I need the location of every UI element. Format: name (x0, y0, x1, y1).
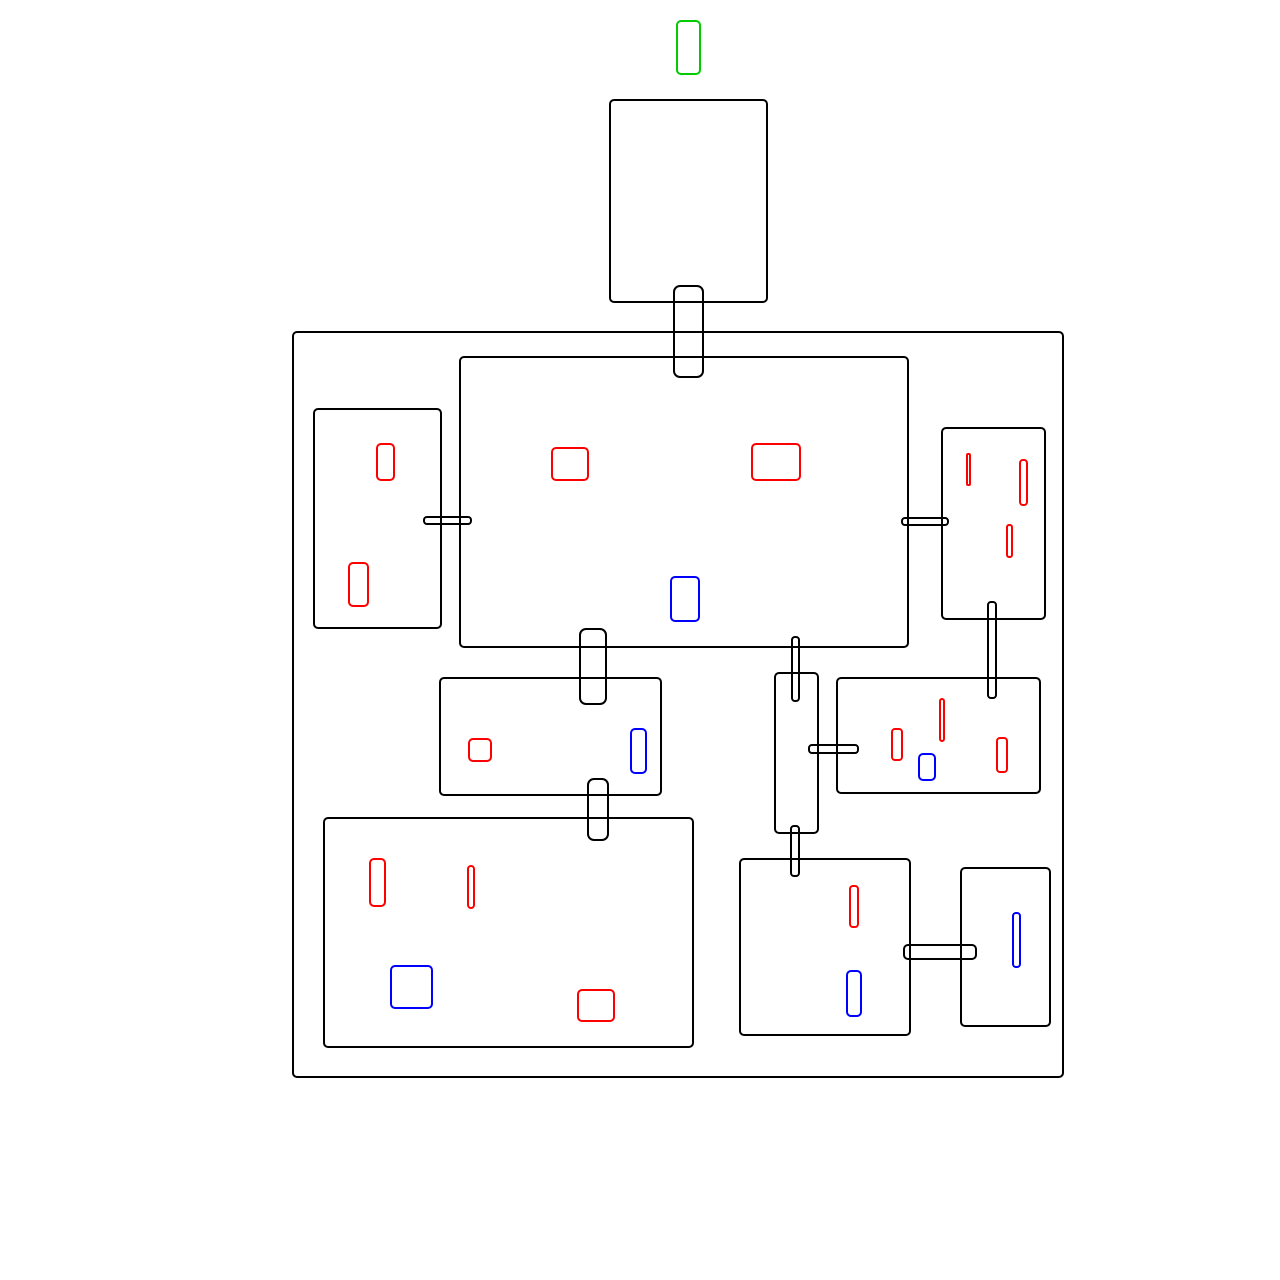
door-central-to-corridor[interactable] (791, 636, 800, 702)
enemy-marker[interactable] (369, 858, 386, 907)
enemy-marker[interactable] (996, 737, 1008, 773)
items-layer (390, 576, 1021, 1017)
room-east (941, 427, 1046, 620)
enemy-marker[interactable] (376, 443, 395, 481)
enemy-marker[interactable] (551, 447, 589, 481)
doors-layer (423, 285, 997, 960)
door-middle-left-to-southwest[interactable] (587, 778, 609, 841)
room-south-center (739, 858, 911, 1036)
door-west-to-central[interactable] (423, 516, 472, 525)
enemy-marker[interactable] (891, 728, 903, 761)
item-marker[interactable] (1012, 912, 1021, 968)
door-central-to-middle-left[interactable] (579, 628, 607, 705)
enemy-marker[interactable] (577, 989, 615, 1022)
room-southwest (323, 817, 694, 1048)
door-corridor-to-middle-right[interactable] (808, 744, 859, 754)
item-marker[interactable] (670, 576, 700, 622)
item-marker[interactable] (918, 753, 936, 781)
enemy-marker[interactable] (849, 885, 859, 928)
door-central-to-east[interactable] (901, 517, 949, 526)
enemy-marker[interactable] (939, 698, 945, 742)
door-corridor-to-south-center[interactable] (790, 825, 800, 877)
enemy-marker[interactable] (966, 453, 971, 486)
room-southeast (960, 867, 1051, 1027)
enemy-marker[interactable] (1006, 524, 1013, 558)
item-marker[interactable] (390, 965, 433, 1009)
room-middle-right (836, 677, 1041, 794)
entrance-layer (676, 20, 701, 75)
enemy-marker[interactable] (467, 865, 475, 909)
room-middle-left (439, 677, 662, 796)
room-west (313, 408, 442, 629)
rooms-layer (292, 99, 1064, 1078)
item-marker[interactable] (846, 970, 862, 1017)
door-top-to-hall[interactable] (673, 285, 704, 378)
room-top (609, 99, 768, 303)
room-central-chamber (459, 356, 909, 648)
room-outer-hall (292, 331, 1064, 1078)
entrance-marker[interactable] (676, 20, 701, 75)
item-marker[interactable] (630, 728, 647, 774)
enemies-layer (348, 443, 1028, 1022)
door-east-to-middle-right[interactable] (987, 601, 997, 699)
enemy-marker[interactable] (1019, 459, 1028, 506)
door-south-center-to-southeast[interactable] (903, 944, 977, 960)
enemy-marker[interactable] (468, 738, 492, 762)
enemy-marker[interactable] (348, 562, 369, 607)
enemy-marker[interactable] (751, 443, 801, 481)
